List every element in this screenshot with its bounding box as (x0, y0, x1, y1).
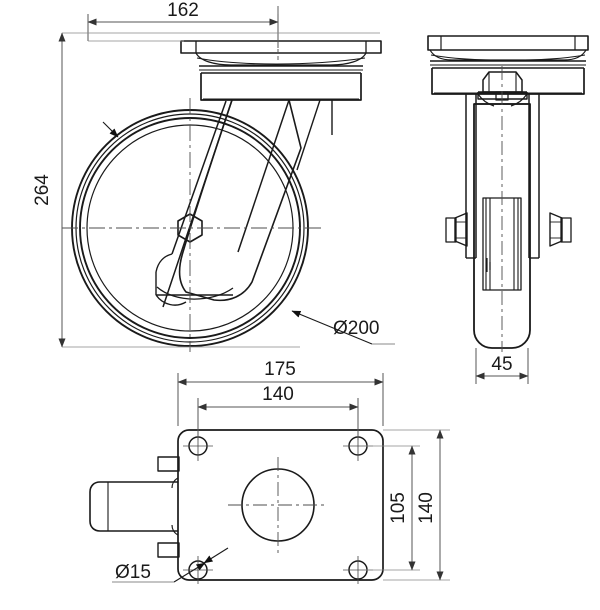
dim-45 (475, 348, 529, 384)
plan-wheel-projection (89, 477, 179, 536)
side-kingpin-hex (477, 71, 528, 101)
front-fork (155, 99, 333, 308)
dim-bolt-hole-leader (112, 547, 229, 583)
plan-fork-tabs (157, 456, 180, 558)
dim-162-label: 162 (167, 0, 199, 21)
dim-wheel-diameter-label: Ø200 (333, 318, 379, 339)
front-top-plate (180, 40, 382, 101)
front-view (62, 6, 382, 352)
plan-centerlines (228, 457, 328, 555)
plan-view (89, 429, 384, 584)
dim-wheel-diameter-leader (291, 310, 395, 345)
front-centerlines (62, 98, 322, 352)
dim-264-label: 264 (32, 174, 53, 206)
dim-140-height (383, 429, 450, 581)
plan-mounting-plate (177, 429, 384, 581)
side-top-plate (427, 35, 589, 95)
dim-140-height-label: 140 (416, 492, 437, 524)
dim-105 (366, 445, 420, 571)
side-axle-bolt-right (549, 212, 572, 247)
dim-140-width-label: 140 (262, 384, 294, 405)
dim-264 (58, 32, 380, 348)
dim-105-label: 105 (388, 492, 409, 524)
dim-bolt-hole-label: Ø15 (115, 562, 151, 583)
dim-175 (177, 373, 384, 426)
side-fork-legs (465, 93, 540, 259)
side-axle-bolt-left (445, 212, 468, 247)
dim-45-label: 45 (491, 354, 512, 375)
dim-140-width (197, 398, 359, 440)
side-view (427, 35, 589, 352)
dim-175-label: 175 (264, 359, 296, 380)
dim-162 (87, 14, 279, 48)
tyre-pointer-arrow (102, 121, 119, 138)
